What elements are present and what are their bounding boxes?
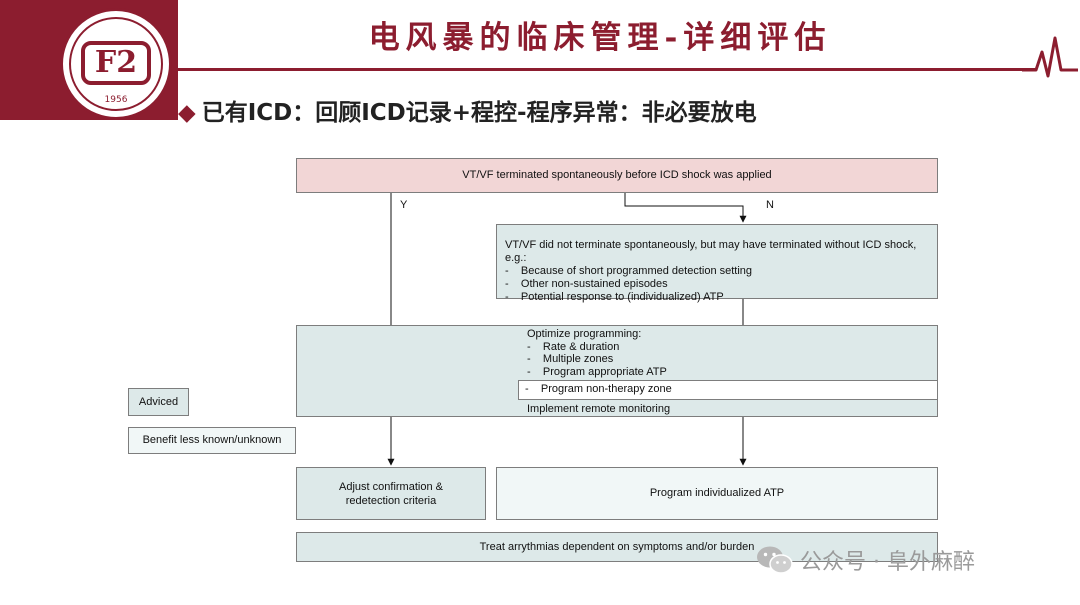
not-terminated-box: VT/VF did not terminate spontaneously, b… [496,224,938,303]
legend-advised: Adviced [128,388,189,416]
header: F2 1956 电风暴的临床管理-详细评估 ◆已有ICD：回顾ICD记录+程控-… [0,0,1080,126]
list-item: - Other non-sustained episodes [505,278,668,290]
legend-unknown-benefit: Benefit less known/unknown [128,427,296,454]
logo-mark: F2 [81,41,151,85]
slide-title: 电风暴的临床管理-详细评估 [368,20,832,56]
diamond-bullet-icon: ◆ [178,100,196,126]
ecg-heartbeat-icon [1022,36,1078,78]
list-item: - Because of short programmed detection … [505,265,753,277]
list-item: - Rate & duration [527,340,620,353]
title-divider [178,68,1036,71]
individualized-atp-box: Program individualized ATP [496,467,938,520]
optimize-programming-text: Optimize programming: - Rate & duration … [527,328,667,378]
no-connector [624,193,747,223]
wechat-icon [757,546,793,574]
non-therapy-zone-item: - Program non-therapy zone [525,383,672,395]
hospital-logo: F2 1956 [60,8,172,120]
logo-year: 1956 [104,95,128,105]
list-item: - Potential response to (individualized)… [505,291,724,303]
yes-label: Y [400,199,408,211]
optimize-intro: Optimize programming: [527,328,642,340]
non-therapy-zone-box [518,380,938,400]
optimize-programming-box [296,325,938,417]
remote-monitoring-text: Implement remote monitoring [527,403,671,415]
watermark-text: 公众号 · 阜外麻醉 [800,550,975,575]
list-item: - Multiple zones [527,353,614,365]
adjust-line-2: redetection criteria [345,495,437,507]
start-box: VT/VF terminated spontaneously before IC… [296,158,938,193]
adjust-criteria-box: Adjust confirmation & redetection criter… [296,467,486,520]
subtitle-text: 已有ICD：回顾ICD记录+程控-程序异常：非必要放电 [201,100,757,126]
adjust-line-1: Adjust confirmation & [339,481,443,493]
list-item: - Program appropriate ATP [527,365,667,378]
logo-ring [69,17,163,111]
no-label: N [766,199,774,211]
section-subtitle: ◆已有ICD：回顾ICD记录+程控-程序异常：非必要放电 [178,93,757,127]
watermark: 公众号 · 阜外麻醉 [756,542,975,578]
not-terminated-intro: VT/VF did not terminate spontaneously, b… [505,239,917,264]
treat-arrhythmias-box: Treat arrythmias dependent on symptoms a… [296,532,938,562]
